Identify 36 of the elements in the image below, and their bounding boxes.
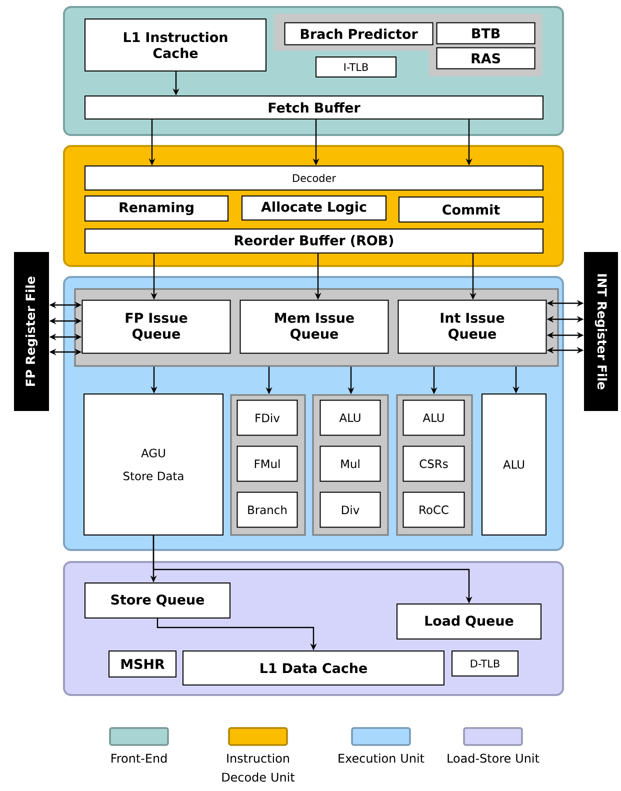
unit-box: Div	[320, 492, 381, 528]
unit-box: Commit	[398, 196, 544, 222]
legend-label: Front-End	[112, 754, 167, 763]
unit-box: ALU	[320, 400, 381, 436]
unit-box: ALU	[402, 400, 465, 436]
legend-label: Execution Unit	[338, 754, 424, 763]
unit-box: FP Issue Queue	[82, 300, 231, 354]
unit-box: Branch	[236, 492, 298, 528]
unit-box: BTB	[436, 22, 536, 44]
unit-box: Reorder Buffer (ROB)	[84, 228, 544, 254]
unit-box: Renaming	[84, 196, 228, 222]
legend-label: Instruction Decode Unit	[222, 754, 295, 782]
unit-box: MSHR	[108, 650, 176, 678]
legend-label: Load-Store Unit	[448, 754, 540, 763]
unit-box: AGU Store Data	[84, 394, 224, 536]
unit-box: RAS	[436, 47, 536, 70]
unit-box: ALU	[482, 394, 546, 536]
unit-box: L1 Instruction Cache	[84, 18, 266, 72]
unit-box: D-TLB	[452, 650, 518, 676]
unit-box: RoCC	[402, 492, 465, 528]
unit-box: Brach Predictor	[284, 22, 434, 46]
unit-box: Store Queue	[84, 582, 230, 618]
unit-box: Fetch Buffer	[84, 96, 544, 120]
unit-box: Decoder	[84, 166, 544, 190]
unit-box: Mem Issue Queue	[240, 300, 389, 354]
unit-box: Mul	[320, 446, 381, 482]
unit-box: Load Queue	[396, 604, 542, 640]
register-file-box: FP Register File	[14, 252, 49, 411]
unit-box: FDiv	[236, 400, 298, 436]
unit-box: I-TLB	[316, 56, 396, 78]
unit-box: CSRs	[402, 446, 465, 482]
unit-box: Int Issue Queue	[398, 300, 547, 354]
unit-box: L1 Data Cache	[182, 650, 444, 686]
unit-box: FMul	[236, 446, 298, 482]
register-file-box: INT Register File	[584, 252, 618, 411]
unit-box: Allocate Logic	[242, 196, 386, 220]
